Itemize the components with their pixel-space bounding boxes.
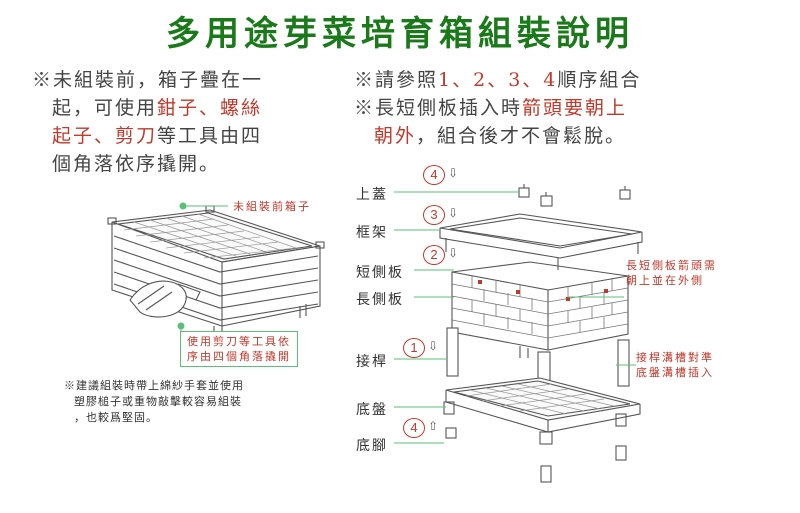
right-note-r3b: ，組合後才不會鬆脫。 [416, 125, 627, 147]
arrow-note-line2: 朝上並在外側 [626, 274, 704, 287]
note-mark: ※ [32, 69, 54, 91]
left-instruction: ※未組裝前，箱子疊在一 起，可使用鉗子、螺絲 起子、剪刀等工具由四 個角落依序撬… [32, 66, 332, 178]
down-arrow-icon: ⇩ [448, 166, 459, 180]
tip-line2: 塑膠槌子或重物敲擊較容易組裝 [74, 395, 242, 408]
part-label-tray: 底盤 [356, 402, 388, 418]
side-panels-drawing [451, 261, 629, 358]
step-badge-2: 2 [423, 245, 445, 265]
pry-line2: 序由四個角落撬開 [187, 350, 291, 363]
left-note-line2b: 鉗子、螺絲 [157, 97, 263, 119]
up-arrow-icon: ⇧ [428, 419, 439, 433]
rod-note-line2: 底盤溝槽插入 [636, 366, 714, 379]
lid-drawing [518, 184, 631, 207]
stacked-boxes-drawing [107, 205, 325, 336]
stacked-box-label: 未組裝前箱子 [233, 200, 311, 213]
base-tray-drawing [443, 377, 641, 445]
left-note-line2a: 起，可使用 [52, 97, 158, 119]
step-badge-3: 3 [423, 205, 445, 225]
pry-line1: 使用剪刀等工具依 [187, 335, 291, 348]
panel-arrow-marks [478, 280, 608, 301]
right-note-r2b: 箭頭要朝上 [522, 97, 628, 119]
down-arrow-icon: ⇩ [428, 339, 439, 353]
rod-note-line1: 接桿溝槽對準 [636, 351, 714, 364]
step-badge-4-top: 4 [423, 165, 445, 185]
pry-instruction: 使用剪刀等工具依 序由四個角落撬開 [180, 331, 298, 367]
guide-lines [177, 191, 636, 444]
feet-drawing [445, 427, 627, 483]
rod-groove-note: 接桿溝槽對準 底盤溝槽插入 [636, 350, 714, 380]
right-instruction: ※請參照1、2、3、4順序組合 ※長短側板插入時箭頭要朝上 朝外，組合後才不會鬆… [354, 66, 794, 150]
note-mark: ※ [354, 69, 376, 91]
part-label-lid: 上蓋 [356, 187, 388, 203]
right-note-r1c: 順序組合 [557, 69, 642, 91]
down-arrow-icon: ⇩ [448, 206, 459, 220]
part-label-frame: 框架 [356, 225, 388, 241]
left-note-line1: 未組裝前，箱子疊在一 [53, 69, 264, 91]
tip-line3: ，也較爲堅固。 [74, 411, 158, 424]
step-badge-4-bottom: 4 [403, 418, 425, 438]
down-arrow-icon: ⇩ [448, 246, 459, 260]
tip-line1: 建議組裝時帶上綿紗手套並使用 [76, 379, 244, 392]
frame-drawing [439, 213, 643, 270]
step-badge-1: 1 [403, 338, 425, 358]
left-note-line4: 個角落依序撬開。 [52, 153, 221, 175]
tip-mark: ※ [64, 379, 76, 392]
part-label-foot: 底腳 [356, 438, 388, 454]
left-note-line3a: 起子、剪刀 [52, 125, 158, 147]
left-note-line3b: 等工具由四 [157, 125, 263, 147]
part-label-short-panel: 短側板 [356, 265, 404, 281]
note-mark: ※ [354, 97, 376, 119]
right-note-r3a: 朝外 [374, 125, 417, 147]
right-note-r2a: 長短側板插入時 [375, 97, 523, 119]
part-label-rod: 接桿 [356, 354, 388, 370]
part-label-long-panel: 長側板 [356, 292, 404, 308]
arrow-note-line1: 長短側板箭頭需 [626, 259, 717, 272]
right-note-r1a: 請參照 [375, 69, 439, 91]
panel-arrow-note: 長短側板箭頭需 朝上並在外側 [626, 258, 717, 288]
assembly-tip: ※建議組裝時帶上綿紗手套並使用 塑膠槌子或重物敲擊較容易組裝 ，也較爲堅固。 [64, 378, 364, 426]
page-title: 多用途芽菜培育箱組裝說明 [166, 14, 634, 54]
right-note-r1b: 1、2、3、4 [438, 69, 558, 91]
